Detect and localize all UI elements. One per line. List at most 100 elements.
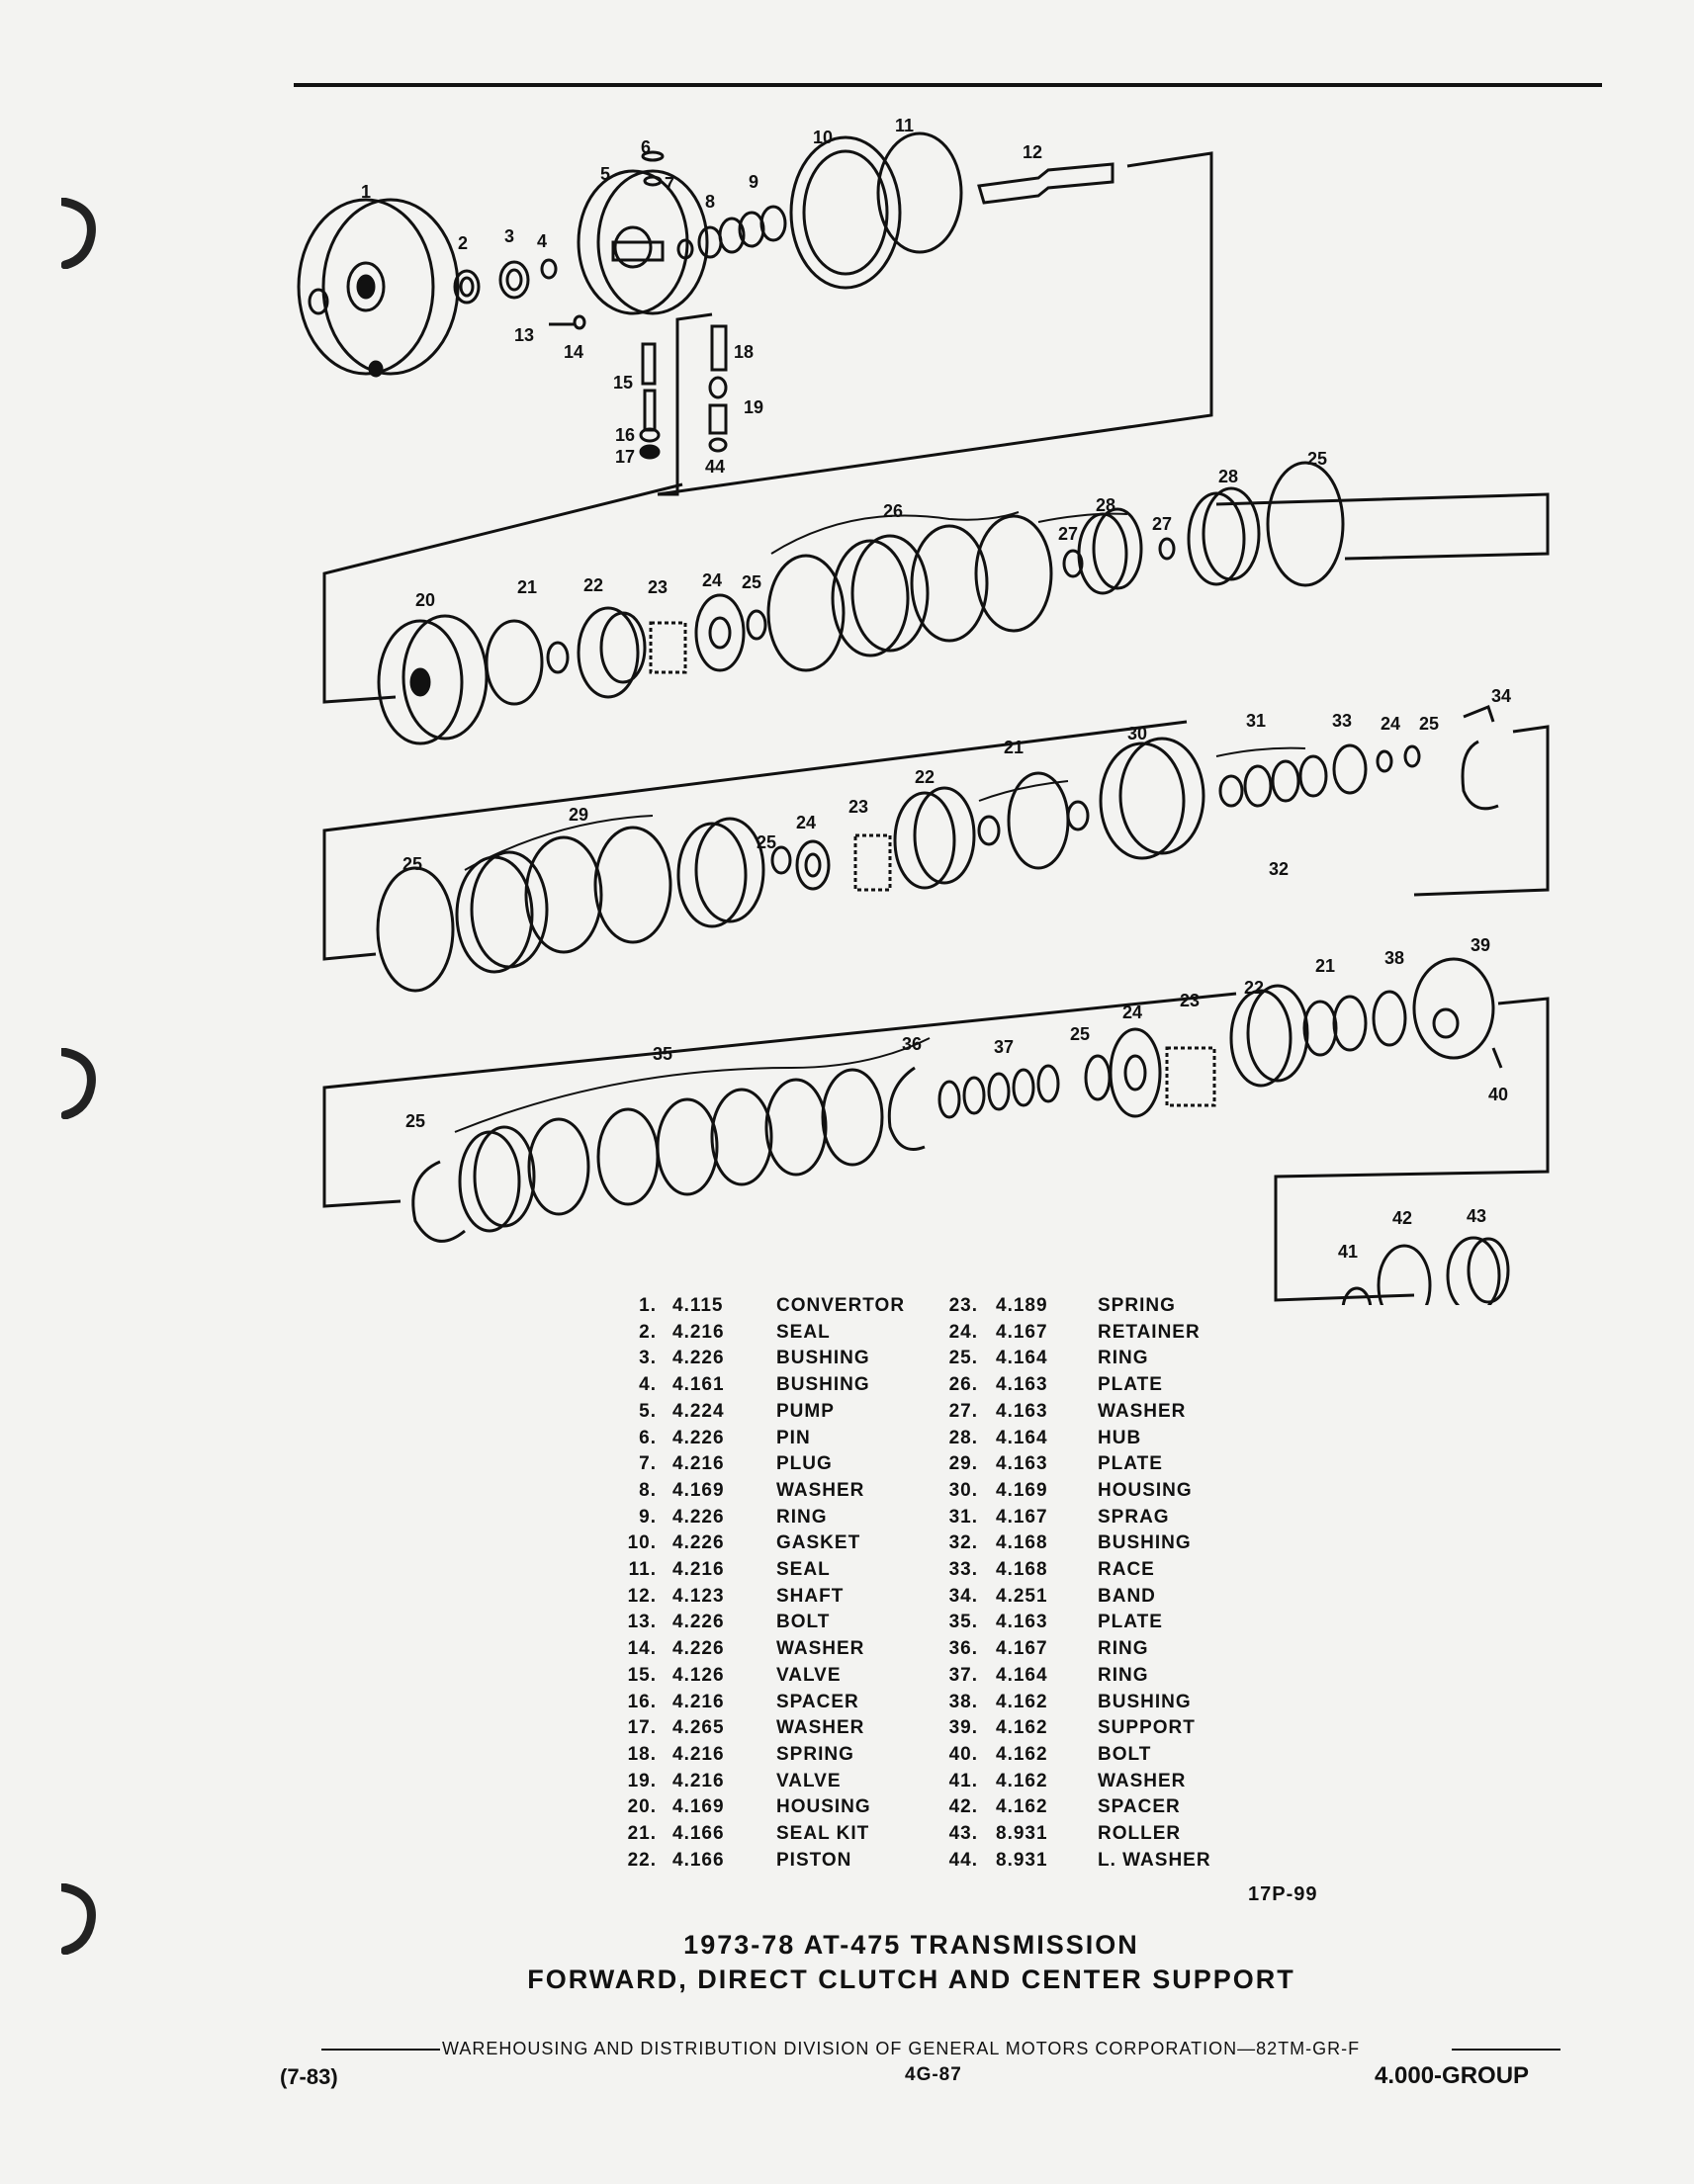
part-name: RING — [776, 1506, 828, 1528]
part-name: BUSHING — [1098, 1691, 1192, 1712]
part-name: BUSHING — [776, 1348, 870, 1369]
part-ref: 4.216 — [672, 1453, 725, 1475]
part-num: 39. — [948, 1717, 978, 1739]
part-ref: 8.931 — [996, 1849, 1048, 1871]
part-num: 19. — [627, 1770, 657, 1791]
callout-13: 13 — [514, 325, 534, 345]
part-num: 14. — [627, 1638, 657, 1660]
callout-24b: 24 — [1381, 714, 1400, 734]
top-rule — [294, 83, 1602, 87]
part-ref: 4.164 — [996, 1664, 1048, 1686]
callout-31: 31 — [1246, 711, 1266, 731]
callout-20: 20 — [415, 590, 435, 610]
footer-rule-left — [321, 2049, 440, 2051]
part-num: 37. — [948, 1664, 978, 1686]
converter-part — [297, 198, 460, 378]
part-ref: 4.216 — [672, 1743, 725, 1765]
part-name: SPACER — [776, 1691, 859, 1712]
footer-division: WAREHOUSING AND DISTRIBUTION DIVISION OF… — [442, 2039, 1361, 2058]
part-num: 12. — [627, 1585, 657, 1607]
part-name: SEAL — [776, 1321, 831, 1343]
part-num: 32. — [948, 1532, 978, 1554]
callout-6: 6 — [641, 137, 651, 157]
callout-35: 35 — [653, 1044, 672, 1064]
part-ref: 4.169 — [672, 1479, 725, 1501]
part-num: 5. — [639, 1400, 657, 1422]
part-num: 2. — [639, 1321, 657, 1343]
exploded-view-diagram: 1 2 3 4 5 6 7 8 9 10 11 12 13 14 15 16 1… — [297, 116, 1550, 1305]
callout-40: 40 — [1488, 1085, 1508, 1104]
callout-34: 34 — [1491, 686, 1511, 706]
callout-41: 41 — [1338, 1242, 1358, 1262]
part-name: WASHER — [776, 1479, 865, 1501]
part-ref: 8.931 — [996, 1823, 1048, 1844]
callout-24d: 24 — [1122, 1003, 1142, 1022]
callout-26: 26 — [883, 501, 903, 521]
part-ref: 4.163 — [996, 1453, 1048, 1475]
part-num: 22. — [627, 1849, 657, 1871]
part-ref: 4.163 — [996, 1612, 1048, 1633]
callout-27b: 27 — [1152, 514, 1172, 534]
part-name: CONVERTOR — [776, 1295, 906, 1316]
part-name: RETAINER — [1098, 1321, 1201, 1343]
part-num: 36. — [948, 1638, 978, 1660]
part-ref: 4.169 — [996, 1479, 1048, 1501]
part-num: 9. — [639, 1506, 657, 1528]
part-name: BAND — [1098, 1585, 1156, 1607]
part-name: HOUSING — [776, 1796, 871, 1818]
part-name: WASHER — [776, 1717, 865, 1739]
callout-30: 30 — [1127, 724, 1147, 743]
callout-18: 18 — [734, 342, 754, 362]
callout-44: 44 — [705, 457, 725, 477]
part-name: VALVE — [776, 1770, 842, 1791]
callout-23c: 23 — [1180, 991, 1200, 1010]
part-name: BUSHING — [1098, 1532, 1192, 1554]
callout-42: 42 — [1392, 1208, 1412, 1228]
footer-page-number: 4G-87 — [905, 2064, 962, 2085]
part-num: 40. — [948, 1743, 978, 1765]
callout-15: 15 — [613, 373, 633, 393]
part-ref: 4.166 — [672, 1823, 725, 1844]
callout-43: 43 — [1467, 1206, 1486, 1226]
part-ref: 4.162 — [996, 1743, 1048, 1765]
direct-housing-part — [377, 614, 489, 745]
valve-stack — [639, 324, 728, 460]
part-name: SHAFT — [776, 1585, 845, 1607]
part-name: PUMP — [776, 1400, 835, 1422]
callout-25: 25 — [742, 572, 761, 592]
part-ref: 4.169 — [672, 1796, 725, 1818]
shaft-part — [977, 162, 1114, 205]
callout-2: 2 — [458, 233, 468, 253]
part-ref: 4.226 — [672, 1348, 725, 1369]
part-name: L. WASHER — [1098, 1849, 1211, 1871]
part-ref: 4.216 — [672, 1691, 725, 1712]
part-ref: 4.216 — [672, 1559, 725, 1580]
part-num: 26. — [948, 1374, 978, 1396]
part-ref: 4.226 — [672, 1532, 725, 1554]
part-name: SEAL KIT — [776, 1823, 870, 1844]
part-name: RING — [1098, 1348, 1149, 1369]
callout-36: 36 — [902, 1034, 922, 1054]
callout-5: 5 — [600, 164, 610, 184]
callout-9: 9 — [749, 172, 758, 192]
part-num: 31. — [948, 1506, 978, 1528]
part-name: BUSHING — [776, 1374, 870, 1396]
part-name: PIN — [776, 1427, 811, 1448]
part-num: 23. — [948, 1295, 978, 1316]
part-num: 11. — [628, 1559, 657, 1580]
part-num: 41. — [948, 1770, 978, 1791]
footer-date-code: (7-83) — [280, 2064, 338, 2089]
callout-19: 19 — [744, 397, 763, 417]
part-num: 15. — [627, 1664, 657, 1686]
callout-21b: 21 — [1004, 738, 1024, 757]
part-name: WASHER — [1098, 1770, 1187, 1791]
callout-11: 11 — [895, 116, 914, 135]
callout-37: 37 — [994, 1037, 1014, 1057]
part-num: 1. — [639, 1295, 657, 1316]
part-ref: 4.126 — [672, 1664, 725, 1686]
part-num: 33. — [948, 1559, 978, 1580]
part-ref: 4.226 — [672, 1638, 725, 1660]
part-ref: 4.167 — [996, 1506, 1048, 1528]
part-num: 3. — [639, 1348, 657, 1369]
callout-25f: 25 — [1070, 1024, 1090, 1044]
